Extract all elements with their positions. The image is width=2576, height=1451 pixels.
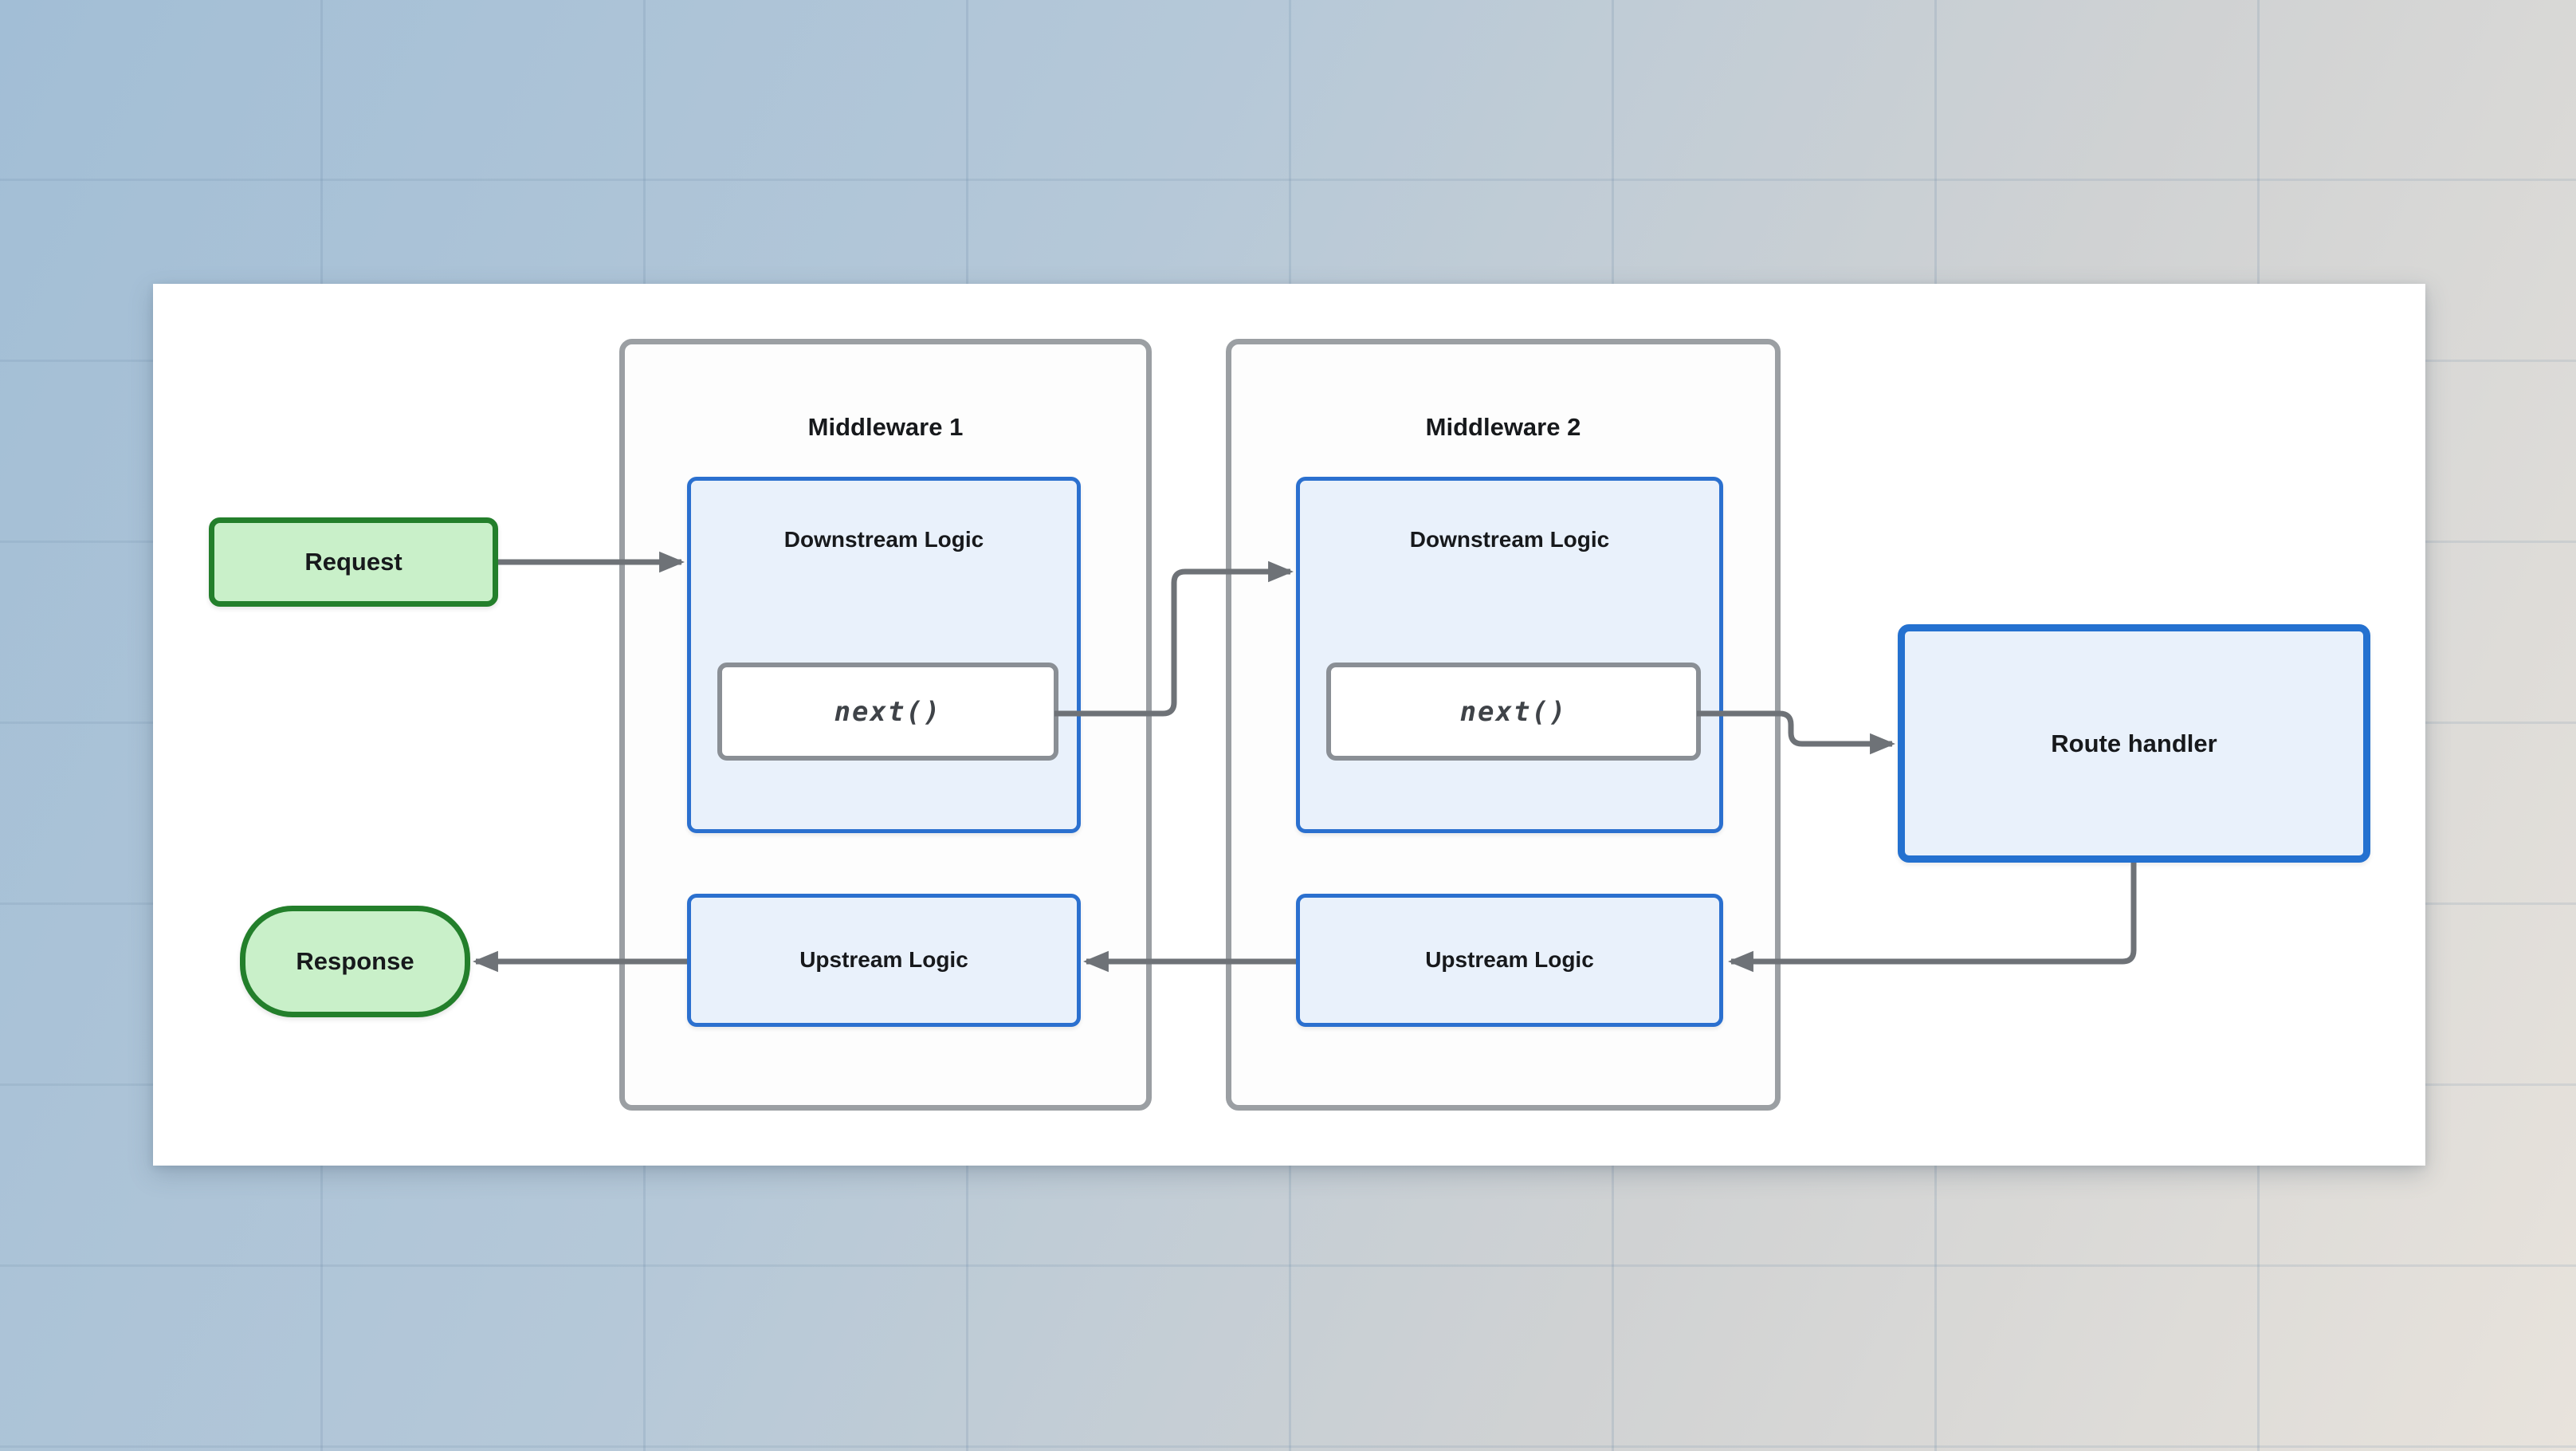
middleware2-next-box[interactable]: next(): [1326, 663, 1701, 761]
request-node[interactable]: Request: [209, 517, 498, 607]
response-node[interactable]: Response: [240, 906, 470, 1017]
middleware2-upstream-box[interactable]: Upstream Logic: [1296, 894, 1723, 1027]
middleware2-downstream-box[interactable]: Downstream Logic next(): [1296, 477, 1723, 833]
response-label: Response: [296, 947, 414, 976]
middleware1-title: Middleware 1: [807, 413, 964, 441]
middleware1-container[interactable]: Middleware 1 Downstream Logic next() Ups…: [619, 339, 1152, 1111]
route-handler-node[interactable]: Route handler: [1898, 624, 2370, 863]
middleware1-next-label: next(): [834, 695, 942, 728]
middleware1-next-box[interactable]: next(): [717, 663, 1058, 761]
middleware1-downstream-label: Downstream Logic: [783, 527, 984, 552]
route-handler-label: Route handler: [2051, 729, 2217, 757]
middleware2-container[interactable]: Middleware 2 Downstream Logic next() Ups…: [1226, 339, 1781, 1111]
middleware2-upstream-label: Upstream Logic: [1425, 947, 1594, 973]
middleware1-upstream-label: Upstream Logic: [799, 947, 968, 973]
diagram-canvas: Request Response Middleware 1 Downstream…: [153, 284, 2425, 1166]
middleware2-next-label: next(): [1459, 695, 1568, 728]
middleware2-title: Middleware 2: [1425, 413, 1581, 441]
middleware2-downstream-label: Downstream Logic: [1409, 527, 1610, 552]
middleware1-downstream-box[interactable]: Downstream Logic next(): [687, 477, 1081, 833]
request-label: Request: [304, 548, 402, 576]
connector-route-handler-to-mw2-upstream: [1728, 863, 2137, 973]
middleware1-upstream-box[interactable]: Upstream Logic: [687, 894, 1081, 1027]
